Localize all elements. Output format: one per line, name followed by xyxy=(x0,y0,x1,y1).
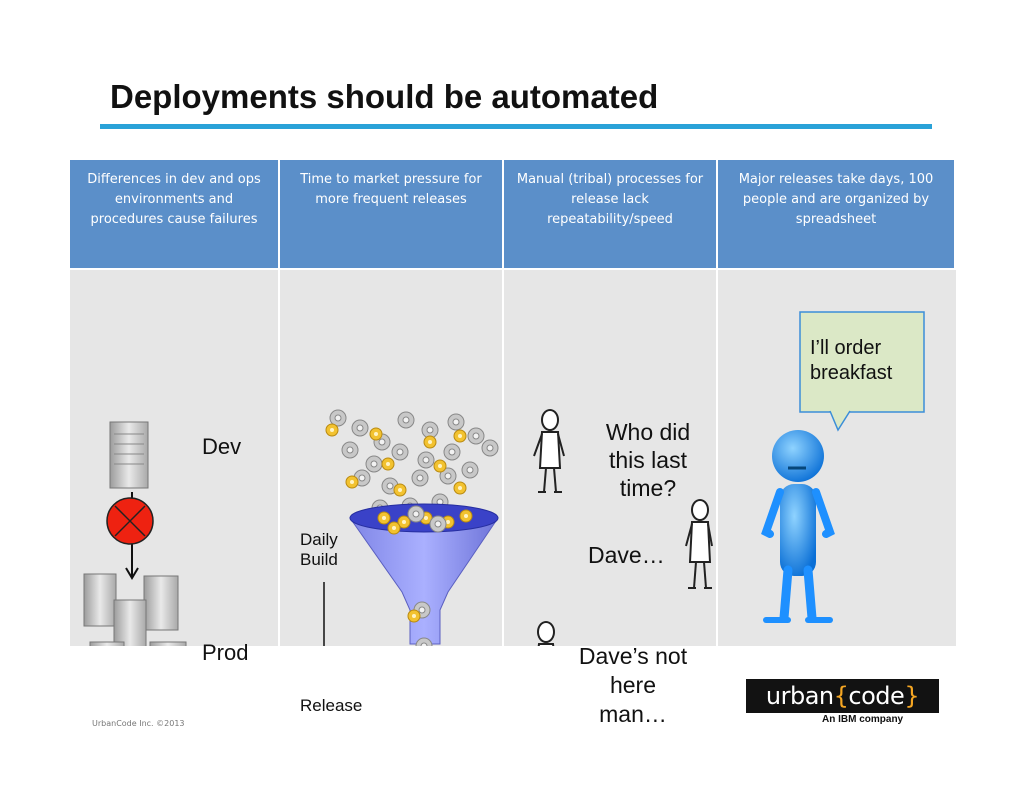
prod-label: Prod xyxy=(202,640,249,665)
server-icon xyxy=(109,421,149,489)
title-rule xyxy=(100,124,932,129)
stick-figure-icon xyxy=(537,621,555,646)
funnel-icon xyxy=(349,503,499,645)
blue-figure-illustration xyxy=(761,311,925,623)
question-text: Who did this last time? xyxy=(605,419,691,501)
speech-text: I’ll order breakfast xyxy=(810,337,893,384)
daily-build-label: Daily Build xyxy=(300,530,338,569)
stick-figure-icon xyxy=(685,499,713,589)
body-cell-manual-processes: Who did this last time? Dave… Dave’s not… xyxy=(504,270,718,727)
funnel-illustration xyxy=(323,409,499,646)
server-rack-icon xyxy=(83,573,187,646)
header-cell-2: Time to market pressure for more frequen… xyxy=(280,160,504,270)
speech-bubble-icon xyxy=(799,311,925,432)
dev-label: Dev xyxy=(202,434,242,459)
dev-prod-illustration xyxy=(83,421,187,646)
reply-text: Dave’s not here man… xyxy=(578,643,688,727)
answer-text: Dave… xyxy=(588,542,665,568)
body-cell-major-releases: I’ll order breakfast xyxy=(718,270,956,646)
header-cell-4: Major releases take days, 100 people and… xyxy=(718,160,956,270)
people-illustration xyxy=(533,409,713,646)
logo-urban: urban xyxy=(765,682,834,710)
release-label: Release xyxy=(300,696,363,715)
logo-brace-close: } xyxy=(904,682,920,710)
stick-figure-icon xyxy=(533,409,565,493)
logo-subtitle: An IBM company xyxy=(822,714,904,725)
blue-figure-icon xyxy=(761,430,835,623)
logo-brace-open: { xyxy=(833,682,849,710)
header-cell-1: Differences in dev and ops environments … xyxy=(70,160,280,270)
footer-copyright: UrbanCode Inc. ©2013 xyxy=(92,719,185,728)
body-cell-time-to-market: Daily Build Release xyxy=(280,270,504,715)
error-x-icon xyxy=(106,497,154,545)
body-cell-environments: Dev Prod xyxy=(70,270,280,665)
comparison-table: Differences in dev and ops environments … xyxy=(70,160,956,727)
logo-code: code xyxy=(848,682,905,710)
slide-title: Deployments should be automated xyxy=(110,78,659,115)
header-cell-3: Manual (tribal) processes for release la… xyxy=(504,160,718,270)
urbancode-logo: urban{code} xyxy=(746,679,939,713)
